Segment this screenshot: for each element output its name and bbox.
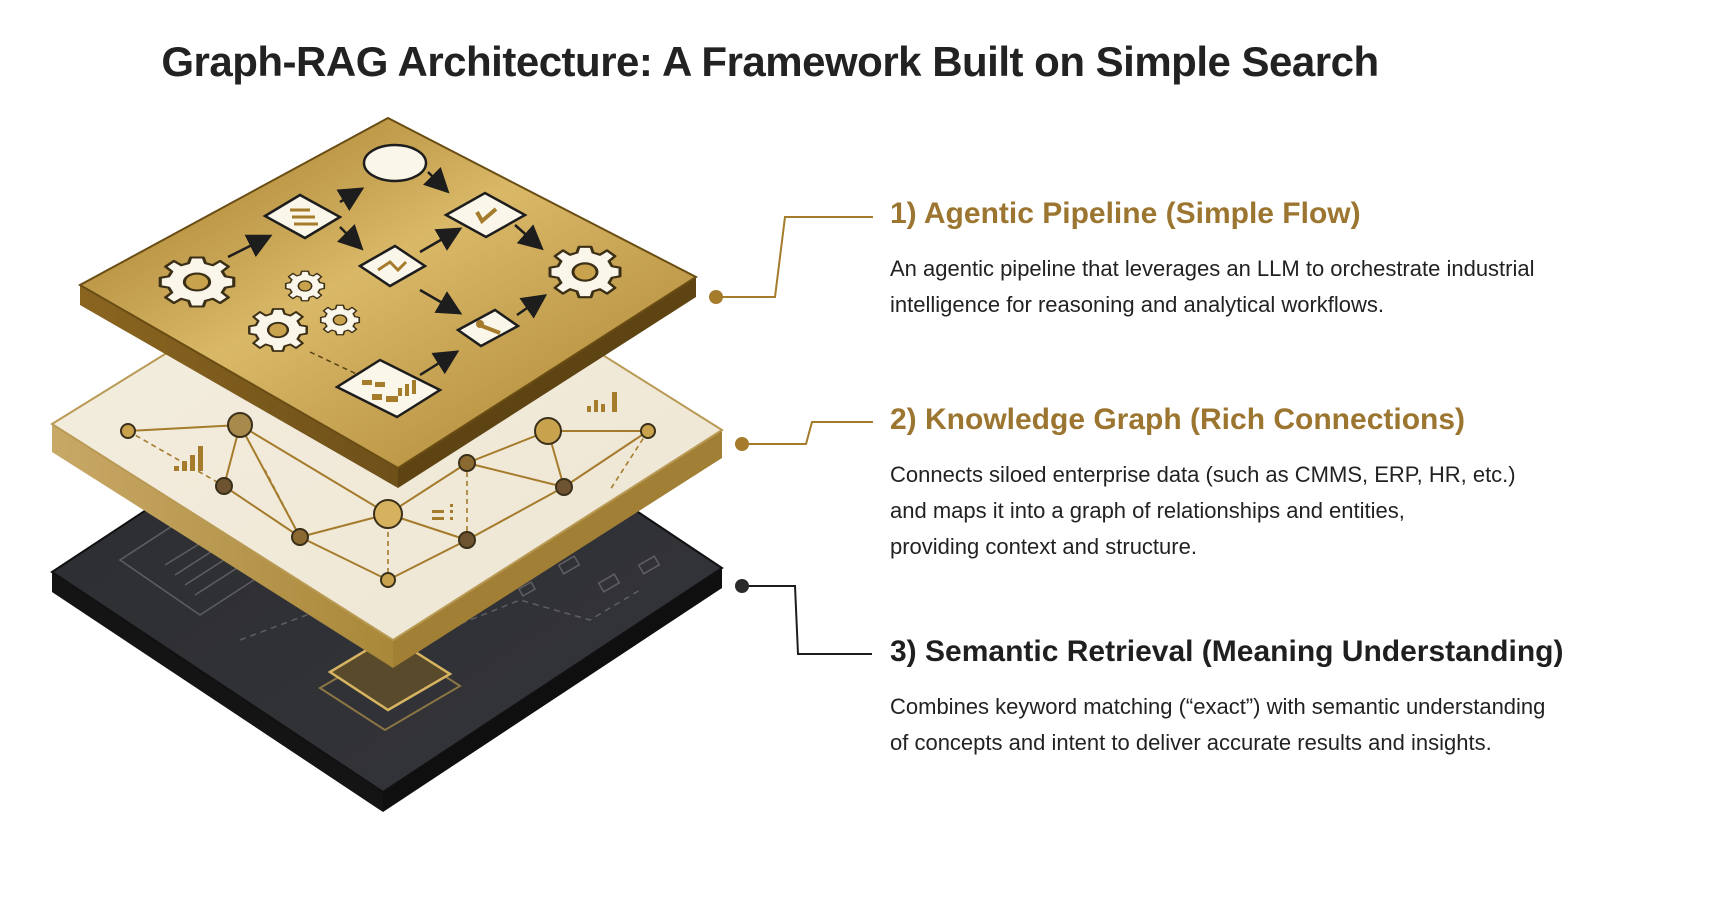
layer-1-description: 1) Agentic Pipeline (Simple Flow) An age… [890,197,1535,323]
gear-icon [158,255,236,309]
gear-icon [248,307,308,353]
document-icon [262,193,343,240]
bar-chart-icon [174,392,617,471]
layer-2-text-line: Connects siloed enterprise data (such as… [890,462,1516,487]
layer-2-description: 2) Knowledge Graph (Rich Connections) Co… [890,403,1516,565]
merge-icon [357,244,428,288]
gear-icon [548,245,622,299]
gear-icon [284,270,326,302]
agentic-pipeline-layer [77,116,698,488]
layer-1-text-line: intelligence for reasoning and analytica… [890,292,1385,317]
list-icon [432,504,453,520]
layer-3-description: 3) Semantic Retrieval (Meaning Understan… [890,635,1563,761]
connector-2 [735,421,873,451]
gear-icon [319,304,361,336]
layer-2-text: Connects siloed enterprise data (such as… [890,457,1516,565]
connector-3 [735,579,872,655]
graph-nodes [120,412,656,588]
layer-2-text-line: providing context and structure. [890,534,1197,559]
wrench-icon [455,308,521,348]
layer-2-heading: 2) Knowledge Graph (Rich Connections) [890,403,1466,436]
layer-1-heading: 1) Agentic Pipeline (Simple Flow) [890,197,1361,230]
layer-3-text-line: of concepts and intent to deliver accura… [890,730,1492,755]
layer-2-text-line: and maps it into a graph of relationship… [890,498,1405,523]
layer-3-text-line: Combines keyword matching (“exact”) with… [890,694,1546,719]
report-icon [334,358,443,419]
layer-3-heading: 3) Semantic Retrieval (Meaning Understan… [890,635,1564,668]
page-title: Graph-RAG Architecture: A Framework Buil… [161,38,1379,85]
start-circle-icon [362,143,428,183]
layer-1-text: An agentic pipeline that leverages an LL… [890,251,1535,323]
check-icon [443,191,528,239]
layer-1-text-line: An agentic pipeline that leverages an LL… [890,256,1535,281]
connector-1 [709,216,873,304]
layer-3-text: Combines keyword matching (“exact”) with… [890,689,1563,761]
